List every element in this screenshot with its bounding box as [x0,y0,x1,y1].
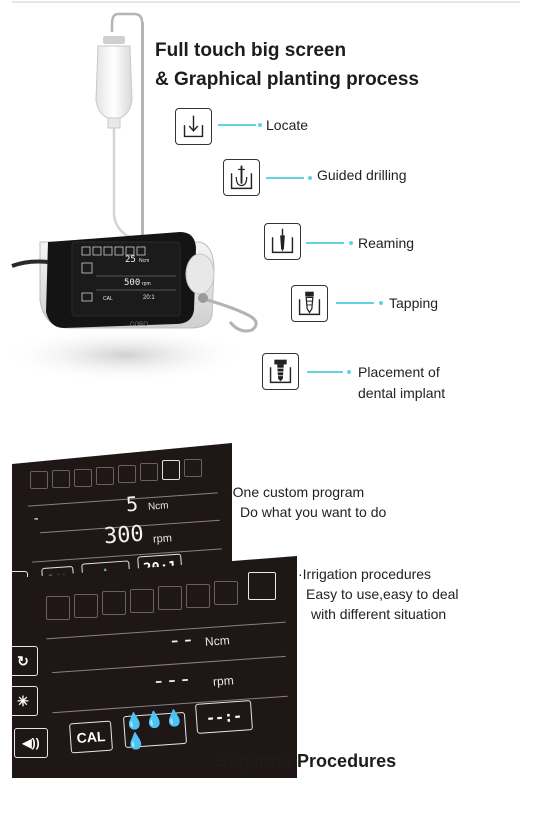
panel-bottom-program-icon [130,589,154,613]
panel-bottom-volume-button[interactable]: ◀)) [14,728,48,758]
tapping-connector-dot [379,301,383,305]
panel-top-program-icon [96,467,114,485]
device-speed-unit: rpm [142,281,151,287]
implant-placement-connector-dot [347,370,351,374]
panel-top-torque: 5 [125,491,139,517]
panel-bottom-torque-unit: Ncm [204,633,231,649]
implant-placement-connector [307,371,343,373]
step-label-locate: Locate [266,117,309,133]
panel-top-program-icon [74,469,92,487]
device-brand: CORO [130,322,148,328]
guided-drilling-connector-dot [308,176,312,180]
device-torque-unit: Ncm [139,258,150,264]
hero-title-line2: & Graphical planting process [155,69,419,90]
panel-bottom-program-icon [102,591,126,615]
panel-bottom-speed: --- [151,666,193,695]
panel-top-program-icon [30,471,48,489]
panel-top-program-icon [140,463,158,481]
panel-bottom-program-icon [158,586,182,610]
device-torque-value: 25 [125,255,136,265]
step-label-tapping: Tapping [389,295,439,311]
panel-top-divider [28,492,218,507]
hero-title-line1: Full touch big screen [155,40,347,61]
panel-top-speed: 300 [103,521,145,550]
panel-bottom-program-icon [46,596,70,620]
panel-top-speed-unit: rpm [152,532,173,546]
panel-top-note-line1: ·One custom program [228,484,365,500]
guided-drilling-icon [223,159,260,196]
tapping-connector [336,302,374,304]
panel-top-custom-program-button[interactable] [162,460,180,480]
device-speed-value: 500 [124,278,141,288]
panel-bottom-program-icon [214,581,238,605]
step-label-implant-placement-line2: dental implant [358,385,446,401]
step-label-reaming: Reaming [358,235,415,251]
top-divider [12,1,520,3]
panel-top-dash: - [32,511,41,527]
tapping-icon [291,285,328,322]
implant-placement-icon [262,353,299,390]
panel-bottom-note-line2: Easy to use,easy to deal [306,586,459,602]
locate-icon [175,108,212,145]
device-illustration: 25 Ncm 500 rpm CAL 20:1 CORO [0,10,270,400]
device-cal-label: CAL [103,296,113,302]
water-drops-icon: 💧💧💧💧 [123,709,185,752]
panel-bottom-program-icon [186,584,210,608]
device-ratio: 20:1 [143,295,155,301]
panel-top-program-icon [52,470,70,488]
panel-bottom-note-line3: with different situation [311,606,447,622]
screen-panel-bottom: -- Ncm --- rpm ↻ ✳ ◀)) CAL 💧💧💧💧 --:- [12,556,297,778]
panel-bottom-irrigation-button[interactable]: 💧💧💧💧 [122,710,188,751]
panel-bottom-note-line1: ·Irrigation procedures [298,566,432,582]
locate-connector-dot [258,123,262,127]
panel-top-torque-unit: Ncm [147,500,169,513]
step-label-guided-drilling: Guided drilling [317,167,407,183]
panel-top-program-icon [184,459,202,477]
step-label-implant-placement: Placement of [358,364,440,380]
section-caption: Separate Procedures [216,751,397,771]
reaming-connector-dot [349,241,353,245]
panel-bottom-rotation-button[interactable]: ↻ [12,646,38,676]
dental-motor-device [0,12,258,383]
panel-bottom-divider [46,621,286,640]
locate-connector [218,124,256,126]
panel-bottom-program-icon [74,594,98,618]
panel-bottom-irrigation-program-button[interactable] [248,572,276,600]
panel-bottom-ratio-button[interactable]: --:- [195,700,253,734]
panel-bottom-torque: -- [167,627,196,654]
panel-top-program-icon [118,465,136,483]
reaming-icon [264,223,301,260]
panel-bottom-light-button[interactable]: ✳ [12,686,38,716]
guided-drilling-connector [266,177,304,179]
panel-bottom-cal-button[interactable]: CAL [69,720,113,754]
reaming-connector [306,242,344,244]
panel-top-note-line2: Do what you want to do [240,504,387,520]
panel-bottom-speed-unit: rpm [212,673,235,689]
